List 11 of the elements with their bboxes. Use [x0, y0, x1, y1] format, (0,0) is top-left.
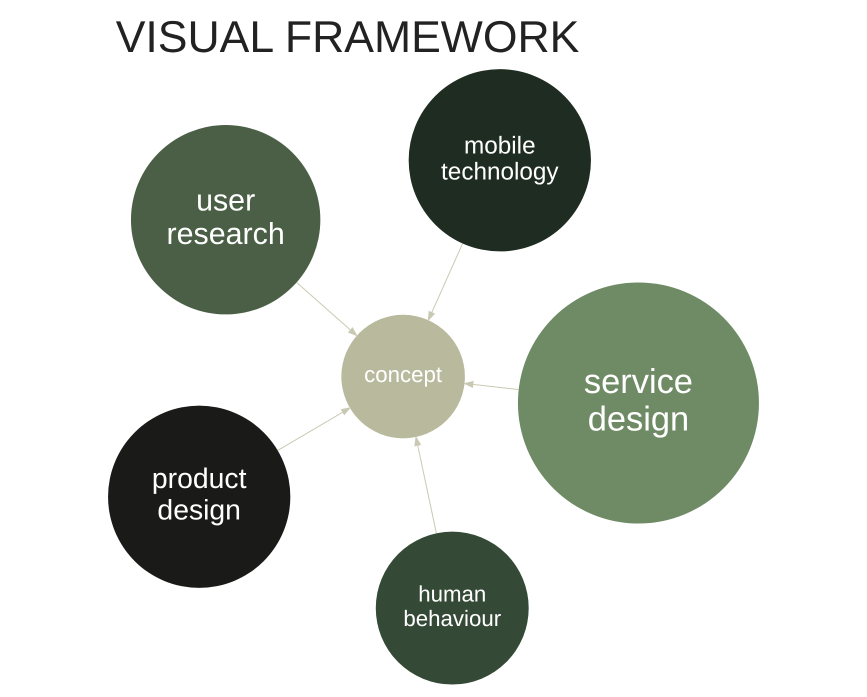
arrow	[428, 243, 464, 322]
node-circle: service design	[518, 282, 759, 524]
node-circle: product design	[108, 406, 290, 588]
arrow	[414, 436, 437, 534]
arrow	[463, 380, 518, 390]
node-circle: user research	[130, 125, 320, 314]
diagram-title: VISUAL FRAMEWORK	[116, 13, 580, 62]
arrow	[296, 282, 358, 337]
node-circle: human behaviour	[376, 532, 529, 685]
arrow	[278, 407, 352, 451]
node-circle: mobile technology	[408, 69, 591, 252]
